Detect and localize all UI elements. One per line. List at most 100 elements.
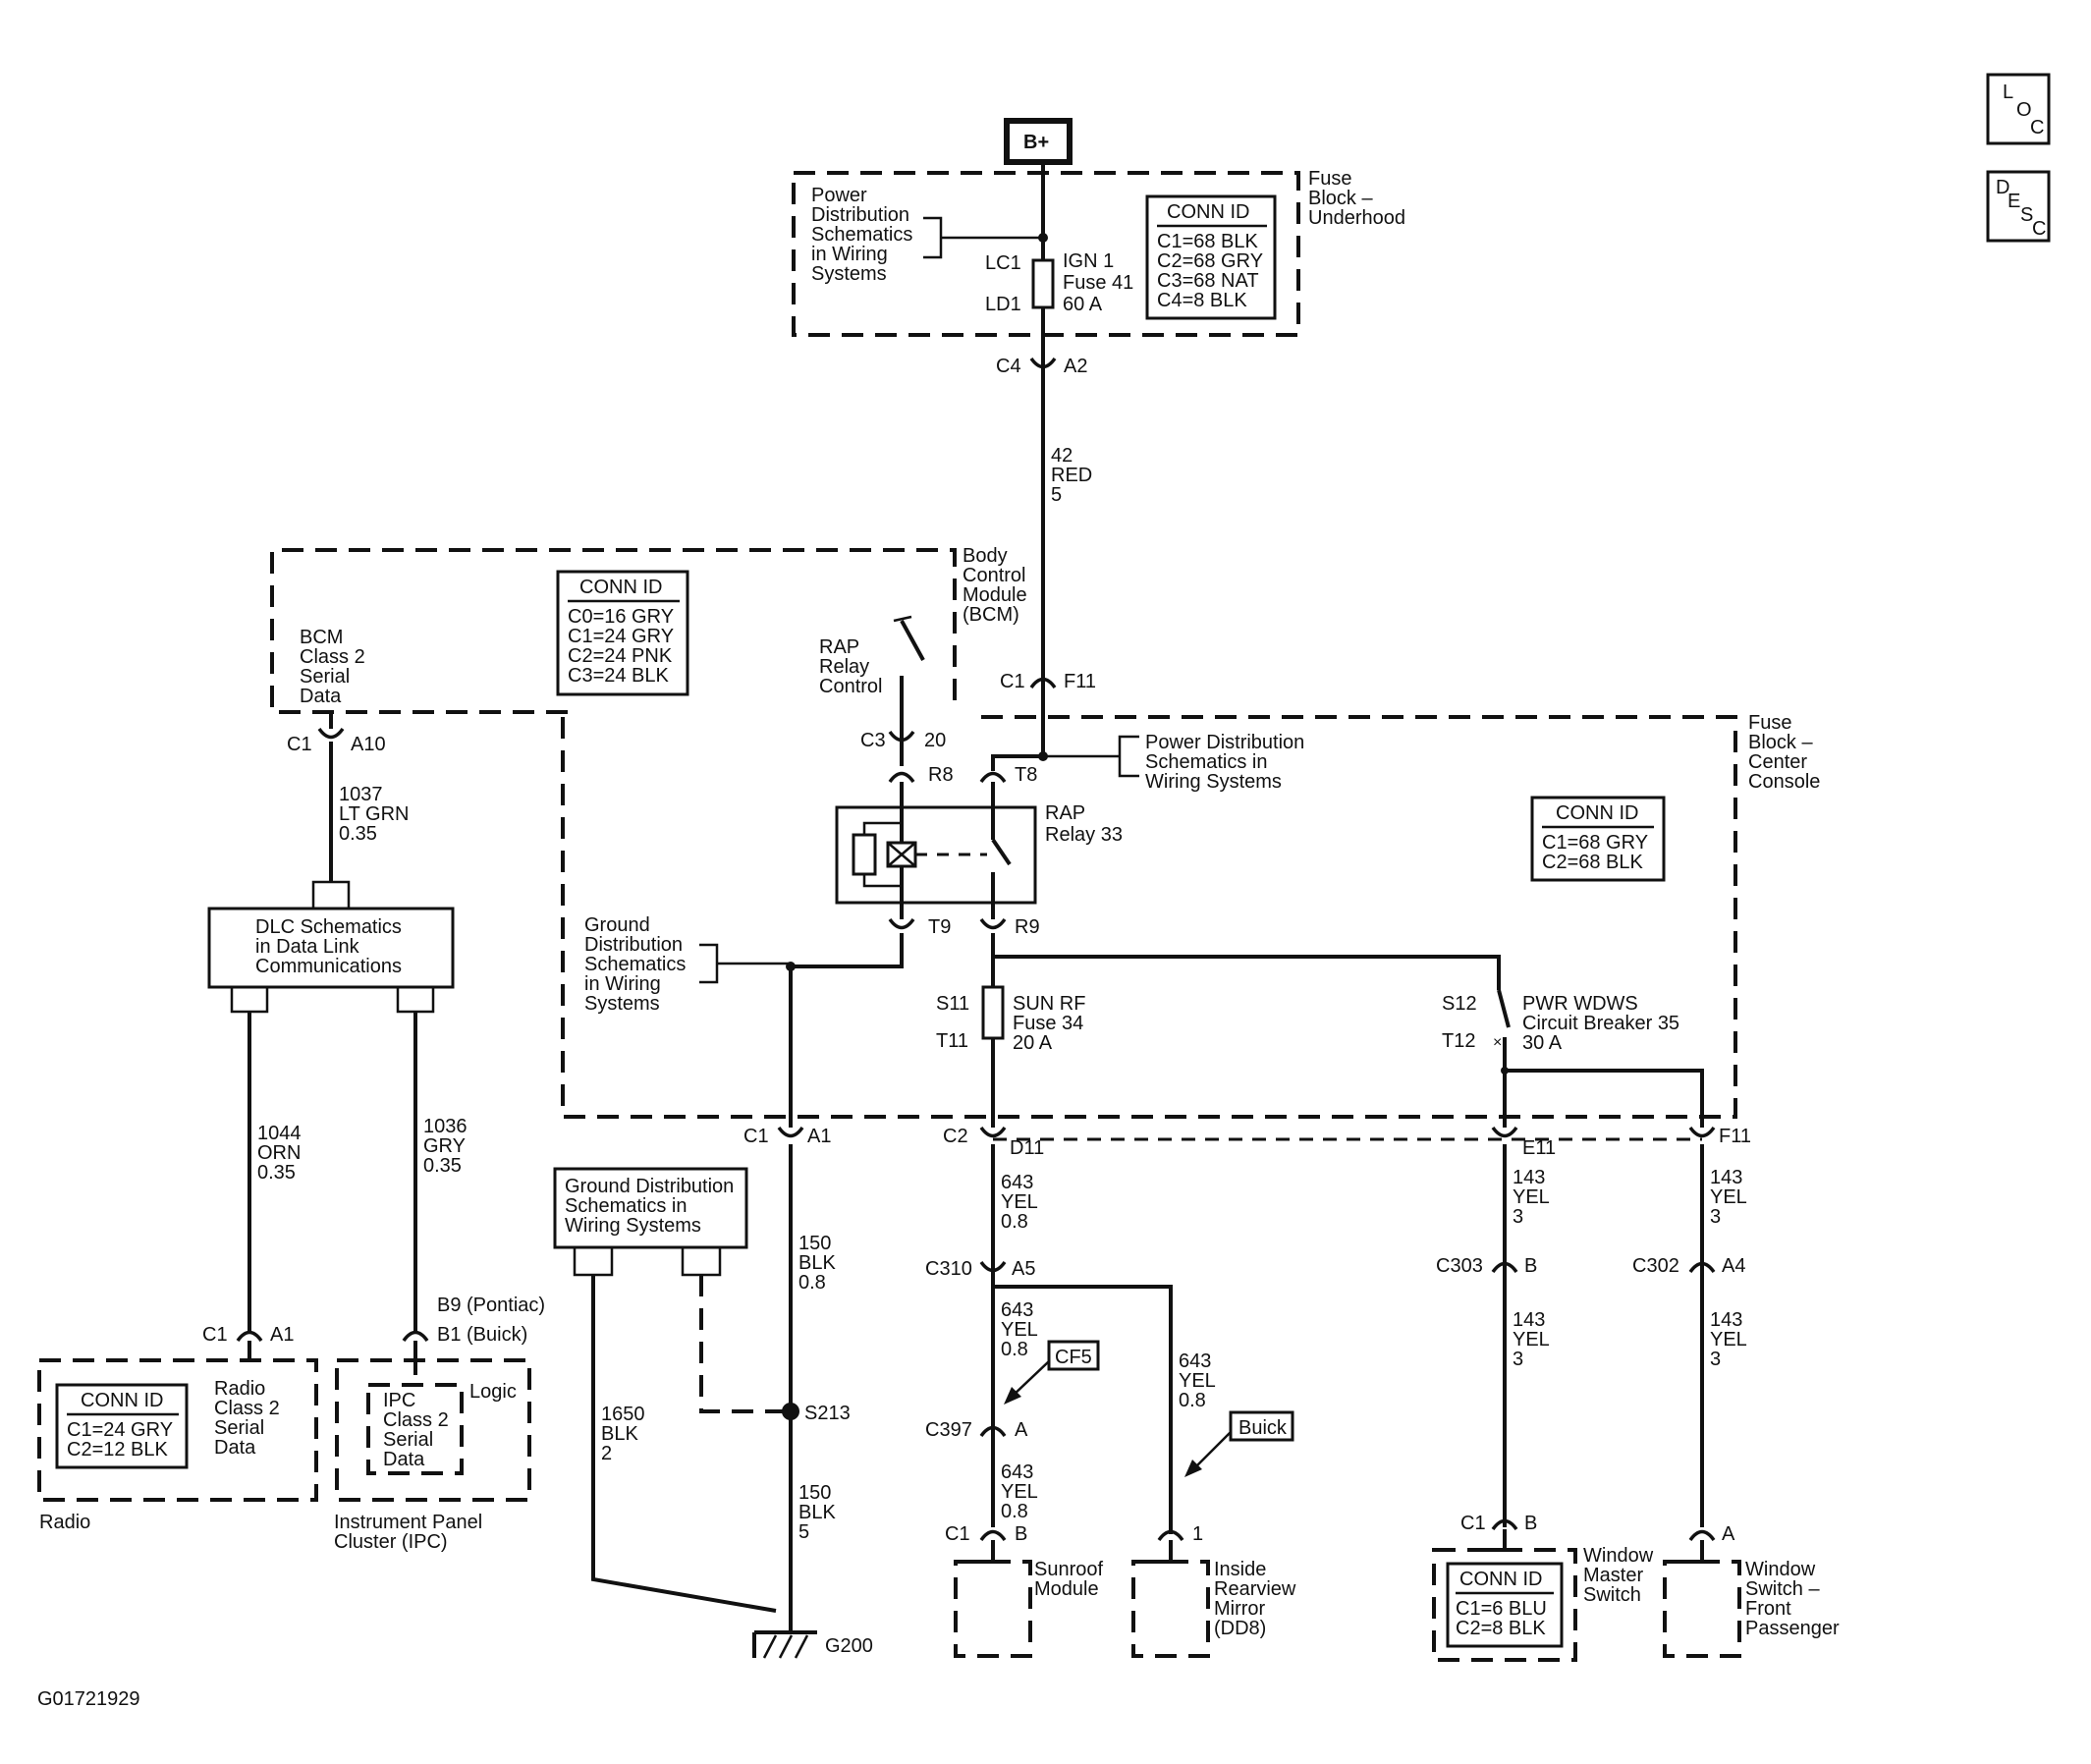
loc-letter-3: C	[2030, 117, 2044, 138]
master-wire2-label: 143 YEL 3	[1513, 1309, 1550, 1370]
master-name-1: Window	[1583, 1545, 1654, 1567]
fuse-block-underhood-name-3: Underhood	[1308, 207, 1405, 229]
svg-text:0.35: 0.35	[339, 823, 377, 845]
loc-button[interactable]: L O C	[1986, 73, 2051, 145]
fuse34-label-2: Fuse 34	[1013, 1013, 1083, 1034]
ipc-name-2: Cluster (IPC)	[334, 1531, 448, 1553]
svg-text:BLK: BLK	[798, 1502, 836, 1523]
c4-label: C4	[996, 356, 1021, 377]
svg-text:YEL: YEL	[1001, 1481, 1038, 1503]
radio-conn-2: C2=12 BLK	[67, 1439, 169, 1461]
bcm-name-1: Body	[963, 545, 1008, 567]
bcm-conn-title: CONN ID	[579, 577, 662, 598]
buick-label: Buick	[1238, 1417, 1288, 1439]
radio-pin-a1: A1	[270, 1324, 294, 1346]
mirror-module: Inside Rearview Mirror (DD8)	[1131, 1559, 1296, 1658]
desc-button[interactable]: D E S C	[1986, 170, 2051, 243]
pin-r8: R8	[928, 764, 954, 786]
center-conn-title: CONN ID	[1556, 802, 1638, 824]
svg-text:150: 150	[798, 1482, 831, 1504]
fuse-41	[1031, 258, 1055, 309]
svg-text:2: 2	[601, 1443, 612, 1464]
svg-text:1037: 1037	[339, 784, 383, 805]
svg-text:643: 643	[1179, 1351, 1211, 1372]
out-a1: A1	[807, 1126, 831, 1147]
wire-1650-label: 1650 BLK 2	[601, 1404, 645, 1464]
c303-label: C303	[1436, 1255, 1483, 1277]
passenger-wire2-label: 143 YEL 3	[1710, 1309, 1747, 1370]
relay-label-1: RAP	[1045, 802, 1085, 824]
svg-text:5: 5	[798, 1521, 809, 1543]
rap-relay-33: RAP Relay 33	[835, 802, 1123, 905]
fuse-block-underhood-name-1: Fuse	[1308, 168, 1351, 190]
svg-text:150: 150	[798, 1233, 831, 1254]
master-conn-title: CONN ID	[1459, 1569, 1542, 1590]
svg-text:1650: 1650	[601, 1404, 645, 1425]
breaker-pin-t12: T12	[1442, 1030, 1475, 1052]
radio-name: Radio	[39, 1512, 90, 1533]
center-name-2: Block –	[1748, 732, 1813, 753]
splice-label: S213	[804, 1403, 851, 1424]
sunroof-pin-b: B	[1015, 1523, 1027, 1545]
connector-c1-f11: C1 F11	[1000, 671, 1096, 692]
underhood-conn-4: C4=8 BLK	[1157, 290, 1247, 311]
desc-letter-2: E	[2008, 191, 2020, 212]
mirror-name-3: Mirror	[1214, 1598, 1266, 1620]
svg-text:5: 5	[1051, 484, 1062, 506]
power-dist-ref-5: Systems	[811, 263, 887, 285]
svg-text:643: 643	[1001, 1461, 1033, 1483]
ipc-inner-4: Data	[383, 1449, 425, 1470]
radio-serial-2: Class 2	[214, 1398, 280, 1419]
passenger-name-2: Switch –	[1745, 1578, 1820, 1600]
bcm-name-2: Control	[963, 565, 1025, 586]
connector-c3-20: C3 20	[860, 730, 946, 751]
mirror-pin: 1	[1192, 1523, 1203, 1545]
bcm-serial-c1: C1	[287, 734, 312, 755]
sunroof-pin-connector: C1 B	[945, 1523, 1027, 1562]
master-pin-connector: C1 B	[1460, 1513, 1537, 1550]
bcm-conn-1: C0=16 GRY	[568, 606, 674, 628]
master-conn-1: C1=6 BLU	[1456, 1598, 1547, 1620]
power-dist-ref-2: Distribution	[811, 204, 909, 226]
svg-text:1044: 1044	[257, 1123, 302, 1144]
mirror-name-2: Rearview	[1214, 1578, 1296, 1600]
circuit-breaker-35: × S12 T12 PWR WDWS Circuit Breaker 35 30…	[1442, 989, 1679, 1054]
wire-1037-label: 1037 LT GRN 0.35	[339, 784, 410, 845]
ipc-pin-connector: B9 (Pontiac) B1 (Buick)	[402, 1295, 545, 1375]
bcm-f11-label: F11	[1064, 671, 1096, 692]
svg-text:YEL: YEL	[1513, 1186, 1550, 1208]
relay-pins: R8 T8 T9 R9	[888, 764, 1040, 938]
center-ref-1: Power Distribution	[1145, 732, 1304, 753]
center-conn-2: C2=68 BLK	[1542, 852, 1644, 873]
a5-label: A5	[1012, 1258, 1035, 1280]
svg-text:YEL: YEL	[1513, 1329, 1550, 1351]
underhood-conn-2: C2=68 GRY	[1157, 250, 1263, 272]
mirror-name-4: (DD8)	[1214, 1618, 1266, 1639]
svg-text:3: 3	[1710, 1206, 1721, 1228]
c302-a4-label: A4	[1722, 1255, 1745, 1277]
dlc-text-3: Communications	[255, 956, 402, 977]
ground-ref-3: Schematics	[584, 954, 686, 975]
svg-text:0.8: 0.8	[1001, 1211, 1028, 1233]
dlc-text-2: in Data Link	[255, 936, 360, 958]
svg-text:0.8: 0.8	[1179, 1390, 1206, 1411]
bcm-conn-2: C1=24 GRY	[568, 626, 674, 647]
svg-text:BLK: BLK	[601, 1423, 638, 1445]
sunroof-name-2: Module	[1034, 1578, 1099, 1600]
svg-text:GRY: GRY	[423, 1135, 466, 1157]
connector-c1-a10: C1 A10	[287, 712, 386, 755]
ground-ref-4: in Wiring	[584, 973, 661, 995]
master-pin-c1: C1	[1460, 1513, 1486, 1534]
svg-text:3: 3	[1513, 1349, 1523, 1370]
ground-box-2: Schematics in	[565, 1195, 688, 1217]
master-name-3: Switch	[1583, 1584, 1641, 1606]
center-name-4: Console	[1748, 771, 1820, 793]
passenger-pin-connector: A	[1688, 1523, 1735, 1562]
fuse34-label-3: 20 A	[1013, 1032, 1053, 1054]
wire-1044-label: 1044 ORN 0.35	[257, 1123, 302, 1184]
radio-serial-1: Radio	[214, 1378, 265, 1400]
radio-serial-3: Serial	[214, 1417, 264, 1439]
ipc-inner-1: IPC	[383, 1390, 415, 1411]
radio-module: CONN ID C1=24 GRY C2=12 BLK Radio Class …	[37, 1358, 318, 1533]
svg-text:LT GRN: LT GRN	[339, 803, 410, 825]
